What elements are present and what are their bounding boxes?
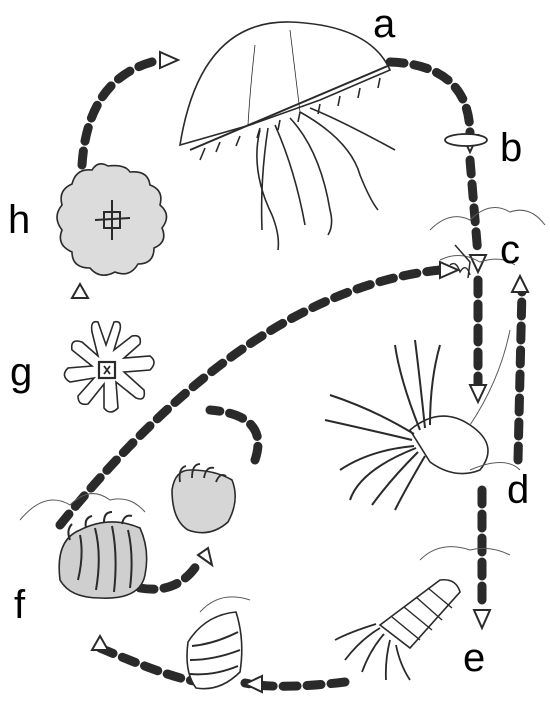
polyp-colony bbox=[20, 494, 147, 599]
arrowhead-icon bbox=[198, 548, 212, 565]
budding-polyp bbox=[172, 464, 235, 533]
stage-label-a: a bbox=[373, 4, 395, 44]
arrow-strobila-to-g bbox=[210, 410, 258, 460]
arrow-b-to-c bbox=[470, 160, 478, 255]
arrow-h-to-a bbox=[82, 60, 160, 165]
arrow-a-to-b bbox=[390, 62, 470, 135]
arrowhead-icon bbox=[245, 676, 262, 692]
stage-label-d: d bbox=[507, 470, 529, 510]
stage-label-f: f bbox=[14, 585, 25, 625]
arrowhead-icon bbox=[92, 636, 108, 650]
stage-label-h: h bbox=[8, 200, 30, 240]
arrowhead-icon bbox=[470, 385, 486, 402]
arrow-f-to-early-polyp bbox=[140, 560, 200, 589]
segmented-strobila bbox=[187, 597, 250, 689]
planula-larva bbox=[445, 134, 487, 146]
arrowhead-icon bbox=[474, 610, 490, 628]
stage-label-c: c bbox=[500, 230, 520, 270]
arrowhead-icon bbox=[160, 52, 178, 68]
arrow-heads bbox=[72, 52, 528, 692]
arrowhead-icon bbox=[512, 276, 528, 292]
arrowhead-icon bbox=[72, 284, 88, 298]
medusa-adult bbox=[180, 22, 395, 250]
arrow-d-to-c bbox=[518, 290, 522, 460]
ephyra bbox=[64, 322, 154, 412]
stage-label-b: b bbox=[500, 128, 522, 168]
scyphistoma-polyp bbox=[325, 330, 520, 510]
arrowhead-icon bbox=[470, 255, 486, 272]
stage-label-e: e bbox=[463, 638, 485, 678]
young-medusa bbox=[57, 164, 167, 275]
stage-label-g: g bbox=[10, 352, 32, 392]
